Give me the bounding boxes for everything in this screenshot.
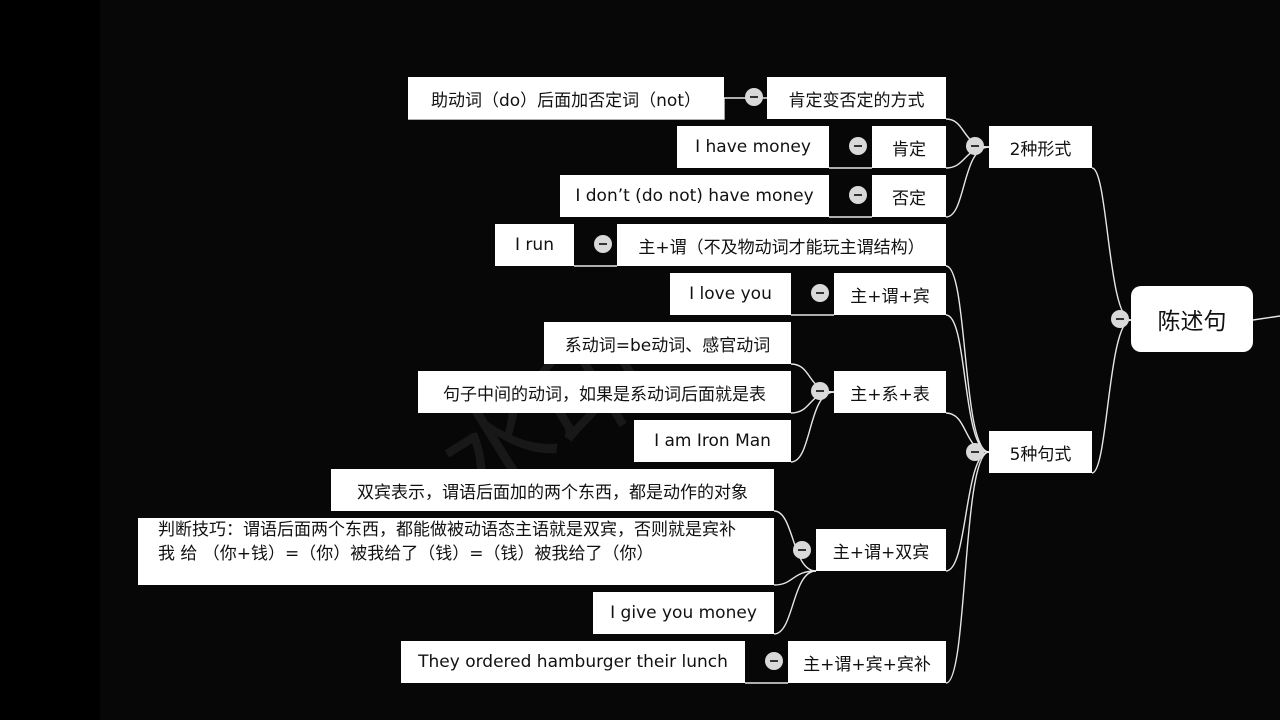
svc-note-rule-text: 句子中间的动词，如果是系动词后面就是表	[443, 384, 766, 405]
branch-five-patterns-label: 5种句式	[1009, 444, 1072, 465]
node-pattern-svoc-example[interactable]: They ordered hamburger their lunch	[401, 641, 745, 683]
node-svc-note-linking-verb[interactable]: 系动词=be动词、感官动词	[544, 322, 791, 364]
pattern-svoc-label: 主+谓+宾+宾补	[803, 654, 931, 675]
node-pattern-svoo[interactable]: 主+谓+双宾	[816, 529, 946, 571]
collapse-icon-pattern-svc[interactable]	[811, 382, 829, 400]
svoo-example-text: I give you money	[610, 603, 757, 623]
node-negation-method[interactable]: 肯定变否定的方式	[767, 77, 946, 119]
collapse-icon-negation-method[interactable]	[745, 88, 763, 106]
node-negation-method-detail[interactable]: 助动词（do）后面加否定词（not）	[408, 77, 724, 119]
root-label: 陈述句	[1157, 309, 1227, 335]
pattern-sv-label: 主+谓（不及物动词才能玩主谓结构）	[638, 237, 925, 258]
positive-label: 肯定	[892, 139, 926, 160]
node-pattern-svo[interactable]: 主+谓+宾	[834, 273, 946, 315]
svoo-note-tip-line1: 判断技巧：谓语后面两个东西，都能做被动语态主语就是双宾，否则就是宾补	[158, 520, 736, 540]
node-svc-example[interactable]: I am Iron Man	[634, 420, 791, 462]
node-pattern-sv-example[interactable]: I run	[495, 224, 574, 266]
node-positive-example[interactable]: I have money	[677, 126, 829, 168]
pattern-svc-label: 主+系+表	[850, 384, 930, 405]
pattern-svo-label: 主+谓+宾	[850, 286, 930, 307]
collapse-icon-pattern-svoo[interactable]	[793, 541, 811, 559]
node-svoo-note-tip[interactable]: 判断技巧：谓语后面两个东西，都能做被动语态主语就是双宾，否则就是宾补 我 给 （…	[138, 518, 774, 585]
positive-example-text: I have money	[695, 137, 811, 157]
branch-two-forms[interactable]: 2种形式	[989, 126, 1092, 168]
negation-method-label: 肯定变否定的方式	[788, 90, 925, 111]
node-pattern-svoc[interactable]: 主+谓+宾+宾补	[788, 641, 946, 683]
root-node[interactable]: 陈述句	[1131, 286, 1253, 352]
pattern-svo-example-text: I love you	[689, 284, 772, 304]
pattern-sv-example-text: I run	[515, 235, 554, 255]
node-svoo-note-definition[interactable]: 双宾表示，谓语后面加的两个东西，都是动作的对象	[331, 469, 774, 511]
svoo-note-tip-line2: 我 给 （你+钱）=（你）被我给了（钱）=（钱）被我给了（你）	[158, 544, 654, 564]
pattern-svoo-label: 主+谓+双宾	[832, 542, 930, 563]
collapse-icon-negative[interactable]	[849, 186, 867, 204]
svoo-note-definition-text: 双宾表示，谓语后面加的两个东西，都是动作的对象	[357, 482, 748, 503]
node-svc-note-rule[interactable]: 句子中间的动词，如果是系动词后面就是表	[418, 371, 791, 413]
node-negative[interactable]: 否定	[872, 175, 946, 217]
collapse-icon-pattern-sv[interactable]	[594, 235, 612, 253]
negative-example-text: I don’t (do not) have money	[575, 186, 814, 206]
branch-two-forms-label: 2种形式	[1009, 139, 1072, 160]
node-positive[interactable]: 肯定	[872, 126, 946, 168]
node-svoo-example[interactable]: I give you money	[593, 592, 774, 634]
node-negative-example[interactable]: I don’t (do not) have money	[560, 175, 829, 217]
collapse-icon-pattern-svoc[interactable]	[765, 652, 783, 670]
collapse-icon-five-patterns[interactable]	[966, 443, 984, 461]
svc-example-text: I am Iron Man	[654, 431, 771, 451]
branch-five-patterns[interactable]: 5种句式	[989, 431, 1092, 473]
node-pattern-svo-example[interactable]: I love you	[670, 273, 791, 315]
collapse-icon-two-forms[interactable]	[966, 137, 984, 155]
node-pattern-svc[interactable]: 主+系+表	[834, 371, 946, 413]
collapse-icon-pattern-svo[interactable]	[811, 284, 829, 302]
negation-method-detail-text: 助动词（do）后面加否定词（not）	[430, 90, 702, 111]
pattern-svoc-example-text: They ordered hamburger their lunch	[418, 652, 728, 672]
collapse-icon-root[interactable]	[1111, 310, 1129, 328]
node-pattern-sv[interactable]: 主+谓（不及物动词才能玩主谓结构）	[617, 224, 946, 266]
negative-label: 否定	[892, 188, 926, 209]
collapse-icon-positive[interactable]	[849, 137, 867, 155]
svc-note-linking-verb-text: 系动词=be动词、感官动词	[564, 335, 771, 356]
